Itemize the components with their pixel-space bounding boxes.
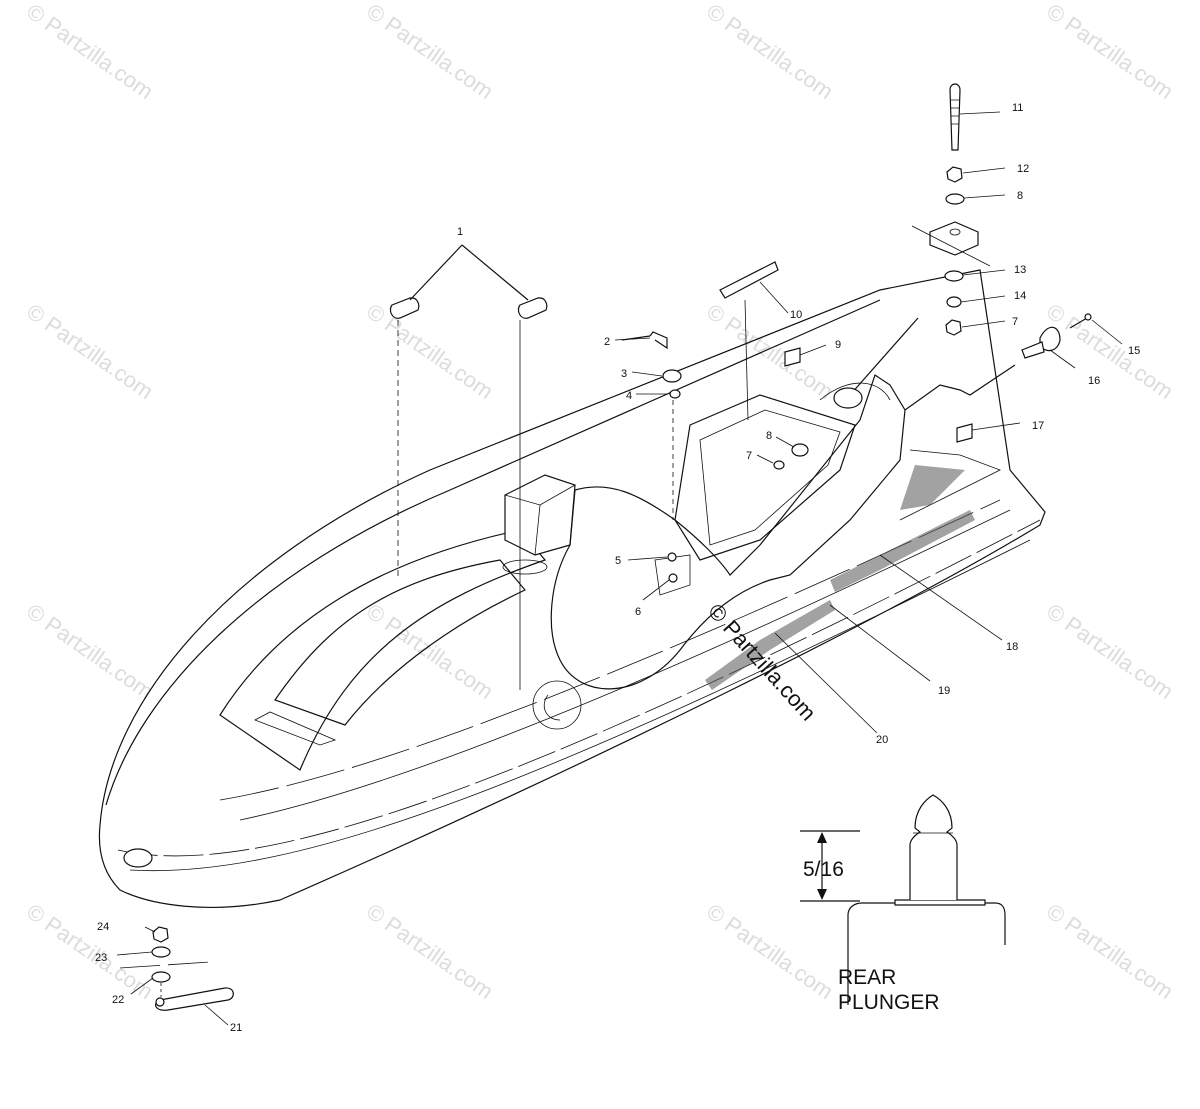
drain-plug-parts (904, 313, 1092, 411)
callout-7-top: 7 (1012, 316, 1018, 328)
bow-eye-parts (119, 926, 234, 1011)
dimension-label: 5/16 (803, 858, 844, 881)
watermark: © Partzilla.com (702, 899, 838, 1005)
callout-20: 20 (876, 734, 888, 746)
callout-18: 18 (1006, 641, 1018, 653)
callout-labels: 1 2 3 4 5 6 7 8 9 10 11 12 8 13 14 7 15 … (95, 102, 1140, 1034)
leader-lines (116, 111, 1123, 1026)
watermark: © Partzilla.com (362, 899, 498, 1005)
callout-6: 6 (635, 606, 641, 618)
callout-21: 21 (230, 1022, 242, 1034)
callout-9: 9 (835, 339, 841, 351)
callout-12: 12 (1017, 163, 1029, 175)
watermark: © Partzilla.com (22, 0, 158, 104)
cap-parts (389, 244, 548, 690)
callout-4: 4 (626, 390, 632, 402)
watermark: © Partzilla.com (362, 299, 498, 405)
callout-7: 7 (746, 450, 752, 462)
callout-15: 15 (1128, 345, 1140, 357)
seat-strip-part (719, 261, 779, 421)
callout-23: 23 (95, 952, 107, 964)
callout-1: 1 (457, 226, 463, 238)
callout-19: 19 (938, 685, 950, 697)
callout-5: 5 (615, 555, 621, 567)
watermark: © Partzilla.com (1042, 599, 1178, 705)
watermark-layer: © Partzilla.com © Partzilla.com © Partzi… (22, 0, 1178, 1004)
hull-body (98, 269, 1046, 908)
watermark: © Partzilla.com (362, 0, 498, 104)
watermark: © Partzilla.com (22, 899, 158, 1005)
latch-parts (621, 331, 682, 583)
callout-17: 17 (1032, 420, 1044, 432)
callout-2: 2 (604, 336, 610, 348)
detail-label-line1: REAR (838, 966, 896, 989)
callout-14: 14 (1014, 290, 1026, 302)
decal-parts (784, 347, 973, 443)
callout-8: 8 (766, 430, 772, 442)
seat-fastener-parts (773, 443, 809, 470)
rear-plunger-detail: 5/16 REAR PLUNGER (800, 794, 1006, 1014)
callout-24: 24 (97, 921, 109, 933)
plunger-stack-parts (833, 83, 991, 409)
callout-16: 16 (1088, 375, 1100, 387)
callout-10: 10 (790, 309, 802, 321)
callout-22: 22 (112, 994, 124, 1006)
callout-3: 3 (621, 368, 627, 380)
watermark: © Partzilla.com (22, 599, 158, 705)
callout-13: 13 (1014, 264, 1026, 276)
watermark: © Partzilla.com (22, 299, 158, 405)
watermark: © Partzilla.com (1042, 899, 1178, 1005)
watermark: © Partzilla.com (702, 0, 838, 104)
callout-8-top: 8 (1017, 190, 1023, 202)
watermark: © Partzilla.com (1042, 299, 1178, 405)
watermark: © Partzilla.com (1042, 0, 1178, 104)
detail-label-line2: PLUNGER (838, 991, 940, 1014)
callout-11: 11 (1012, 102, 1023, 114)
